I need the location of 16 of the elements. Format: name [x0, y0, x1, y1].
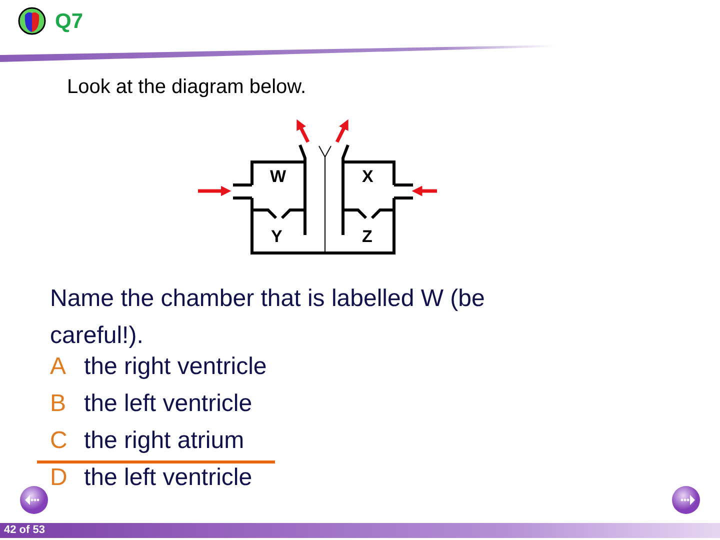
chamber-label: X: [362, 168, 374, 187]
instruction-text: Look at the diagram below.: [67, 76, 306, 98]
option-letter: C: [50, 428, 68, 454]
slide-title: Q7: [55, 10, 84, 34]
question-text: Name the chamber that is labelled W (be careful!).: [50, 284, 486, 351]
chamber-label: Z: [362, 228, 372, 247]
option-text: the right ventricle: [84, 354, 267, 380]
chamber-label: Y: [271, 228, 282, 247]
option-letter: B: [50, 391, 66, 418]
option-text: the left ventricle: [84, 465, 252, 492]
option-letter: A: [50, 354, 66, 380]
page-number: 42 of 53: [4, 524, 45, 536]
option-text: the right atrium: [84, 428, 244, 454]
option-text: the left ventricle: [84, 391, 252, 418]
option-letter: D: [50, 465, 68, 492]
chamber-label: W: [270, 168, 286, 187]
